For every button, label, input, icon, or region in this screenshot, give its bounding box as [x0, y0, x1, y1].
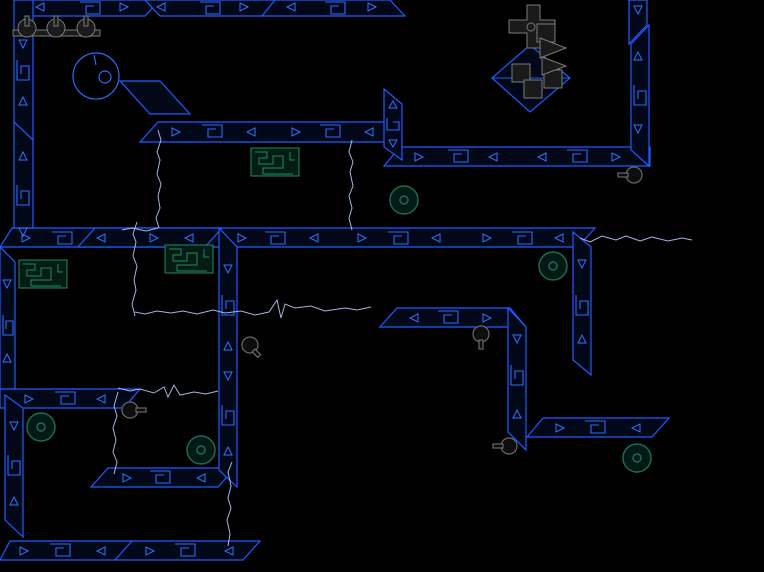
track-right-low: [525, 417, 671, 438]
turret-4: [492, 437, 518, 455]
turret-3: [121, 401, 147, 419]
circuit-panel-3: [18, 259, 68, 289]
track-top-right-vertical: [628, 0, 650, 168]
track-bottom: [0, 540, 262, 561]
track-upper-right: [382, 146, 651, 167]
lives-indicator: [12, 15, 101, 38]
turret-1: [241, 336, 262, 359]
track-glyphs: [2, 1, 647, 557]
target-discs: [26, 185, 652, 473]
track-lower-mid: [89, 467, 237, 488]
track-left-vertical-2: [0, 246, 16, 390]
player-ship: [72, 52, 192, 115]
track-left-vertical-3: [4, 393, 24, 539]
circuit-panel-1: [250, 147, 300, 177]
track-far-right-vertical: [572, 230, 592, 377]
circuit-panel-2: [164, 244, 214, 274]
electric-barriers: [112, 129, 693, 547]
track-arrows: [2, 2, 643, 556]
block-cluster-boss: [491, 4, 571, 113]
turret-5: [617, 166, 643, 184]
track-mid-right-vertical: [383, 87, 403, 162]
track-middle-long: [0, 227, 597, 248]
track-right-vertical: [507, 306, 527, 452]
track-center-vertical: [218, 226, 238, 489]
turret-2: [472, 325, 490, 350]
